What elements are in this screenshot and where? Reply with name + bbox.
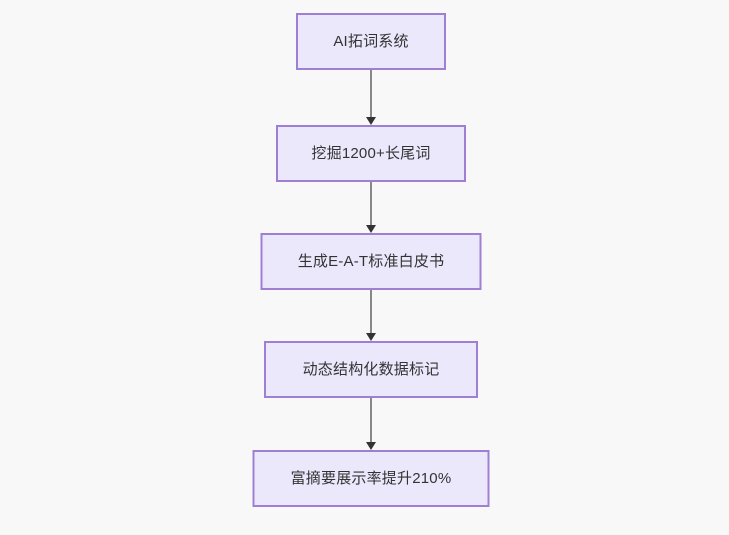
flowchart-node-ai-keyword-system[interactable]: AI拓词系统 xyxy=(296,13,446,70)
edge-line xyxy=(370,398,372,442)
edge-n3-n4 xyxy=(365,290,377,341)
flowchart-node-mine-longtail-keywords[interactable]: 挖掘1200+长尾词 xyxy=(276,125,466,182)
edge-n1-n2 xyxy=(365,70,377,125)
node-label: 富摘要展示率提升210% xyxy=(290,469,452,487)
edge-line xyxy=(370,182,372,225)
edge-n4-n5 xyxy=(365,398,377,450)
flowchart-node-generate-eat-whitepaper[interactable]: 生成E-A-T标准白皮书 xyxy=(260,233,482,290)
arrowhead-down-icon xyxy=(366,333,376,341)
edge-line xyxy=(370,70,372,117)
flowchart-node-rich-snippet-impression-lift[interactable]: 富摘要展示率提升210% xyxy=(252,450,490,507)
arrowhead-down-icon xyxy=(366,117,376,125)
arrowhead-down-icon xyxy=(366,225,376,233)
node-label: 动态结构化数据标记 xyxy=(302,360,440,378)
edge-n2-n3 xyxy=(365,182,377,233)
edge-line xyxy=(370,290,372,333)
node-label: AI拓词系统 xyxy=(333,32,409,50)
arrowhead-down-icon xyxy=(366,442,376,450)
node-label: 挖掘1200+长尾词 xyxy=(311,144,431,162)
node-label: 生成E-A-T标准白皮书 xyxy=(297,252,445,270)
flowchart-node-dynamic-structured-data-markup[interactable]: 动态结构化数据标记 xyxy=(264,341,478,398)
